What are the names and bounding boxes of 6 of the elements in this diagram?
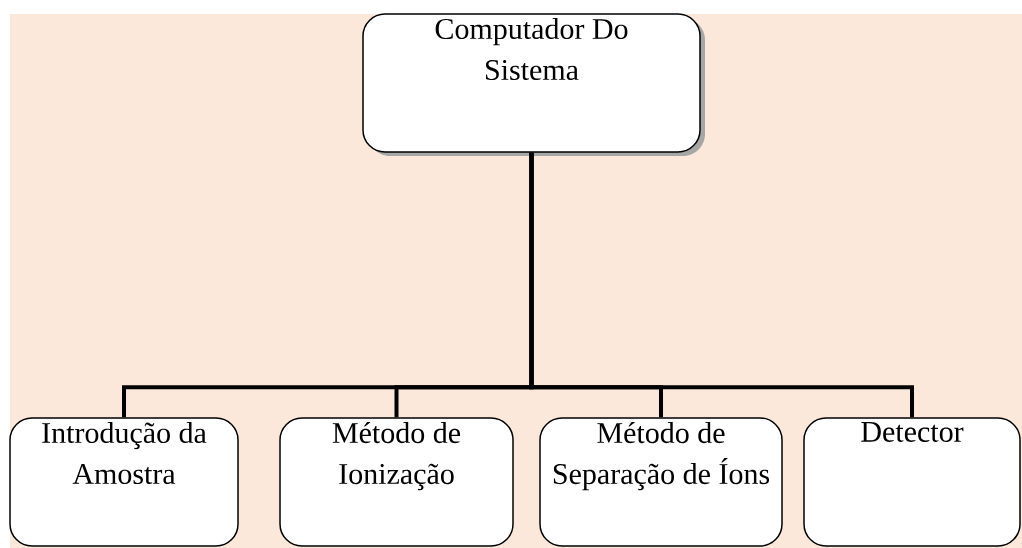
connector-line [529,152,914,418]
process-box: Método de Ionização [279,417,514,547]
process-box: Detector [803,417,1021,547]
system-box: Computador Do Sistema [362,13,705,156]
process-box: Método de Separação de Íons [539,417,783,547]
process-box: Introdução da Amostra [9,417,239,547]
